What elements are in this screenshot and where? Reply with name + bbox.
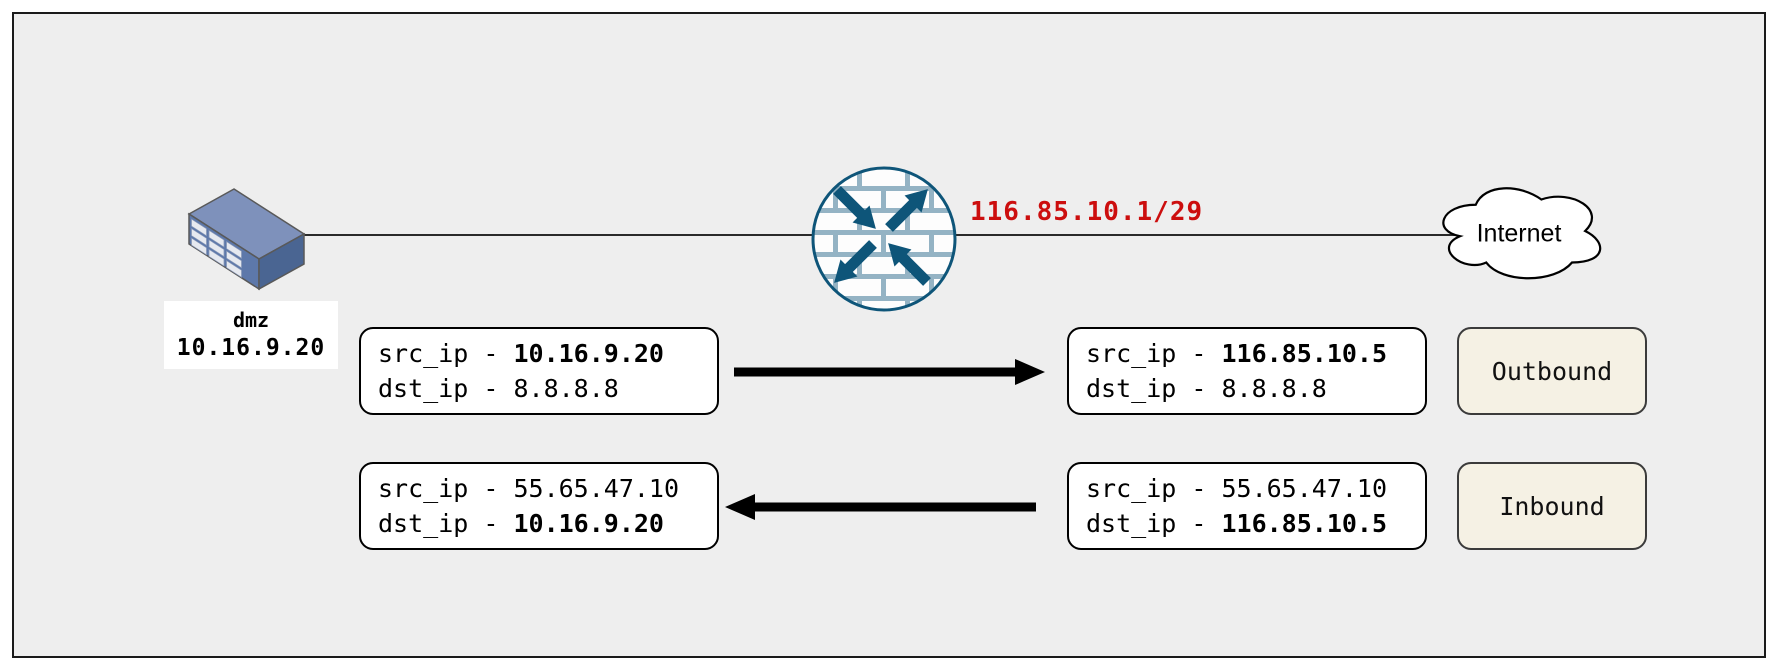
diagram-frame: dmz 10.16.9.20 bbox=[12, 12, 1766, 658]
server-zone-name: dmz bbox=[232, 308, 270, 332]
packet-dst-line: dst_ip - 10.16.9.20 bbox=[378, 509, 664, 538]
packet-box-outbound-before: src_ip - 10.16.9.20 dst_ip - 8.8.8.8 bbox=[359, 327, 719, 415]
outbound-label: Outbound bbox=[1491, 356, 1613, 386]
internet-cloud-icon: Internet bbox=[1442, 187, 1602, 280]
packet-src-line: src_ip - 55.65.47.10 bbox=[1086, 474, 1388, 503]
packet-src-line: src_ip - 10.16.9.20 bbox=[378, 339, 664, 368]
firewall-wan-ip: 116.85.10.1/29 bbox=[970, 197, 1204, 227]
firewall-brick-circle bbox=[811, 166, 957, 312]
firewall-icon bbox=[811, 166, 957, 312]
server-ip: 10.16.9.20 bbox=[176, 335, 326, 361]
packet-box-inbound-after: src_ip - 55.65.47.10 dst_ip - 10.16.9.20 bbox=[359, 462, 719, 550]
packet-dst-line: dst_ip - 116.85.10.5 bbox=[1086, 509, 1388, 538]
outbound-label-box: Outbound bbox=[1457, 327, 1647, 415]
packet-src-line: src_ip - 116.85.10.5 bbox=[1086, 339, 1388, 368]
packet-src-line: src_ip - 55.65.47.10 bbox=[378, 474, 680, 503]
server-panel-grid bbox=[191, 218, 242, 278]
packet-dst-line: dst_ip - 8.8.8.8 bbox=[378, 374, 619, 403]
packet-box-inbound-before: src_ip - 55.65.47.10 dst_ip - 116.85.10.… bbox=[1067, 462, 1427, 550]
outbound-arrow bbox=[734, 359, 1045, 385]
inbound-label: Inbound bbox=[1499, 491, 1605, 521]
packet-dst-line: dst_ip - 8.8.8.8 bbox=[1086, 374, 1327, 403]
server-label: dmz 10.16.9.20 bbox=[164, 301, 338, 369]
internet-label: Internet bbox=[1477, 220, 1562, 248]
inbound-arrow bbox=[725, 494, 1036, 520]
inbound-label-box: Inbound bbox=[1457, 462, 1647, 550]
server-icon bbox=[187, 188, 306, 291]
packet-box-outbound-after: src_ip - 116.85.10.5 dst_ip - 8.8.8.8 bbox=[1067, 327, 1427, 415]
